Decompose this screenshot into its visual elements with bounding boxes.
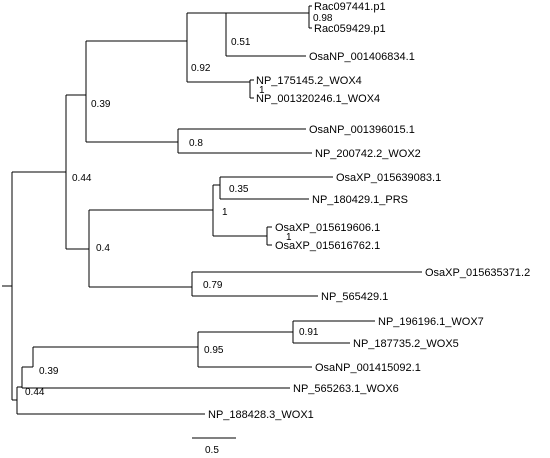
support-value: 1 <box>222 207 228 218</box>
support-value: 0.51 <box>231 37 251 48</box>
leaf-label: OsaNP_001396015.1 <box>309 124 415 136</box>
support-value: 0.44 <box>72 173 92 184</box>
leaf-label: NP_565263.1_WOX6 <box>293 383 399 395</box>
leaf-label: NP_200742.2_WOX2 <box>315 148 421 160</box>
support-value: 0.4 <box>96 243 110 254</box>
leaf-label: OsaNP_001406834.1 <box>309 51 415 63</box>
leaf-label: NP_001320246.1_WOX4 <box>256 93 380 105</box>
leaf-label: NP_180429.1_PRS <box>312 194 408 206</box>
support-values: 0.98 0.51 0.92 1 0.39 0.8 0.44 0.35 1 1 … <box>25 13 333 398</box>
leaf-label: NP_565429.1 <box>321 291 388 303</box>
leaf-label: OsaXP_015639083.1 <box>336 172 441 184</box>
leaf-label: OsaXP_015619606.1 <box>275 222 380 234</box>
leaf-label: Rac097441.p1 <box>314 1 386 13</box>
leaf-label: OsaXP_015635371.2 <box>425 267 530 279</box>
leaf-label: NP_188428.3_WOX1 <box>208 409 314 421</box>
leaf-label: OsaXP_015616762.1 <box>275 240 380 252</box>
leaf-label: NP_187735.2_WOX5 <box>353 338 459 350</box>
support-value: 0.39 <box>91 99 111 110</box>
leaf-label: NP_175145.2_WOX4 <box>256 75 362 87</box>
support-value: 0.39 <box>39 366 59 377</box>
leaf-labels: Rac097441.p1 Rac059429.p1 OsaNP_00140683… <box>208 1 530 421</box>
support-value: 1 <box>259 85 265 96</box>
scale-bar-label: 0.5 <box>205 445 219 456</box>
leaf-label: Rac059429.p1 <box>314 23 386 35</box>
support-value: 1 <box>286 232 292 243</box>
support-value: 0.95 <box>204 345 224 356</box>
tree-branches <box>2 5 422 439</box>
support-value: 0.35 <box>229 184 249 195</box>
leaf-label: NP_196196.1_WOX7 <box>378 316 484 328</box>
support-value: 0.79 <box>203 280 223 291</box>
support-value: 0.92 <box>191 63 211 74</box>
support-value: 0.98 <box>313 13 333 24</box>
support-value: 0.8 <box>189 138 203 149</box>
support-value: 0.44 <box>25 387 45 398</box>
support-value: 0.91 <box>299 327 319 338</box>
leaf-label: OsaNP_001415092.1 <box>315 362 421 374</box>
